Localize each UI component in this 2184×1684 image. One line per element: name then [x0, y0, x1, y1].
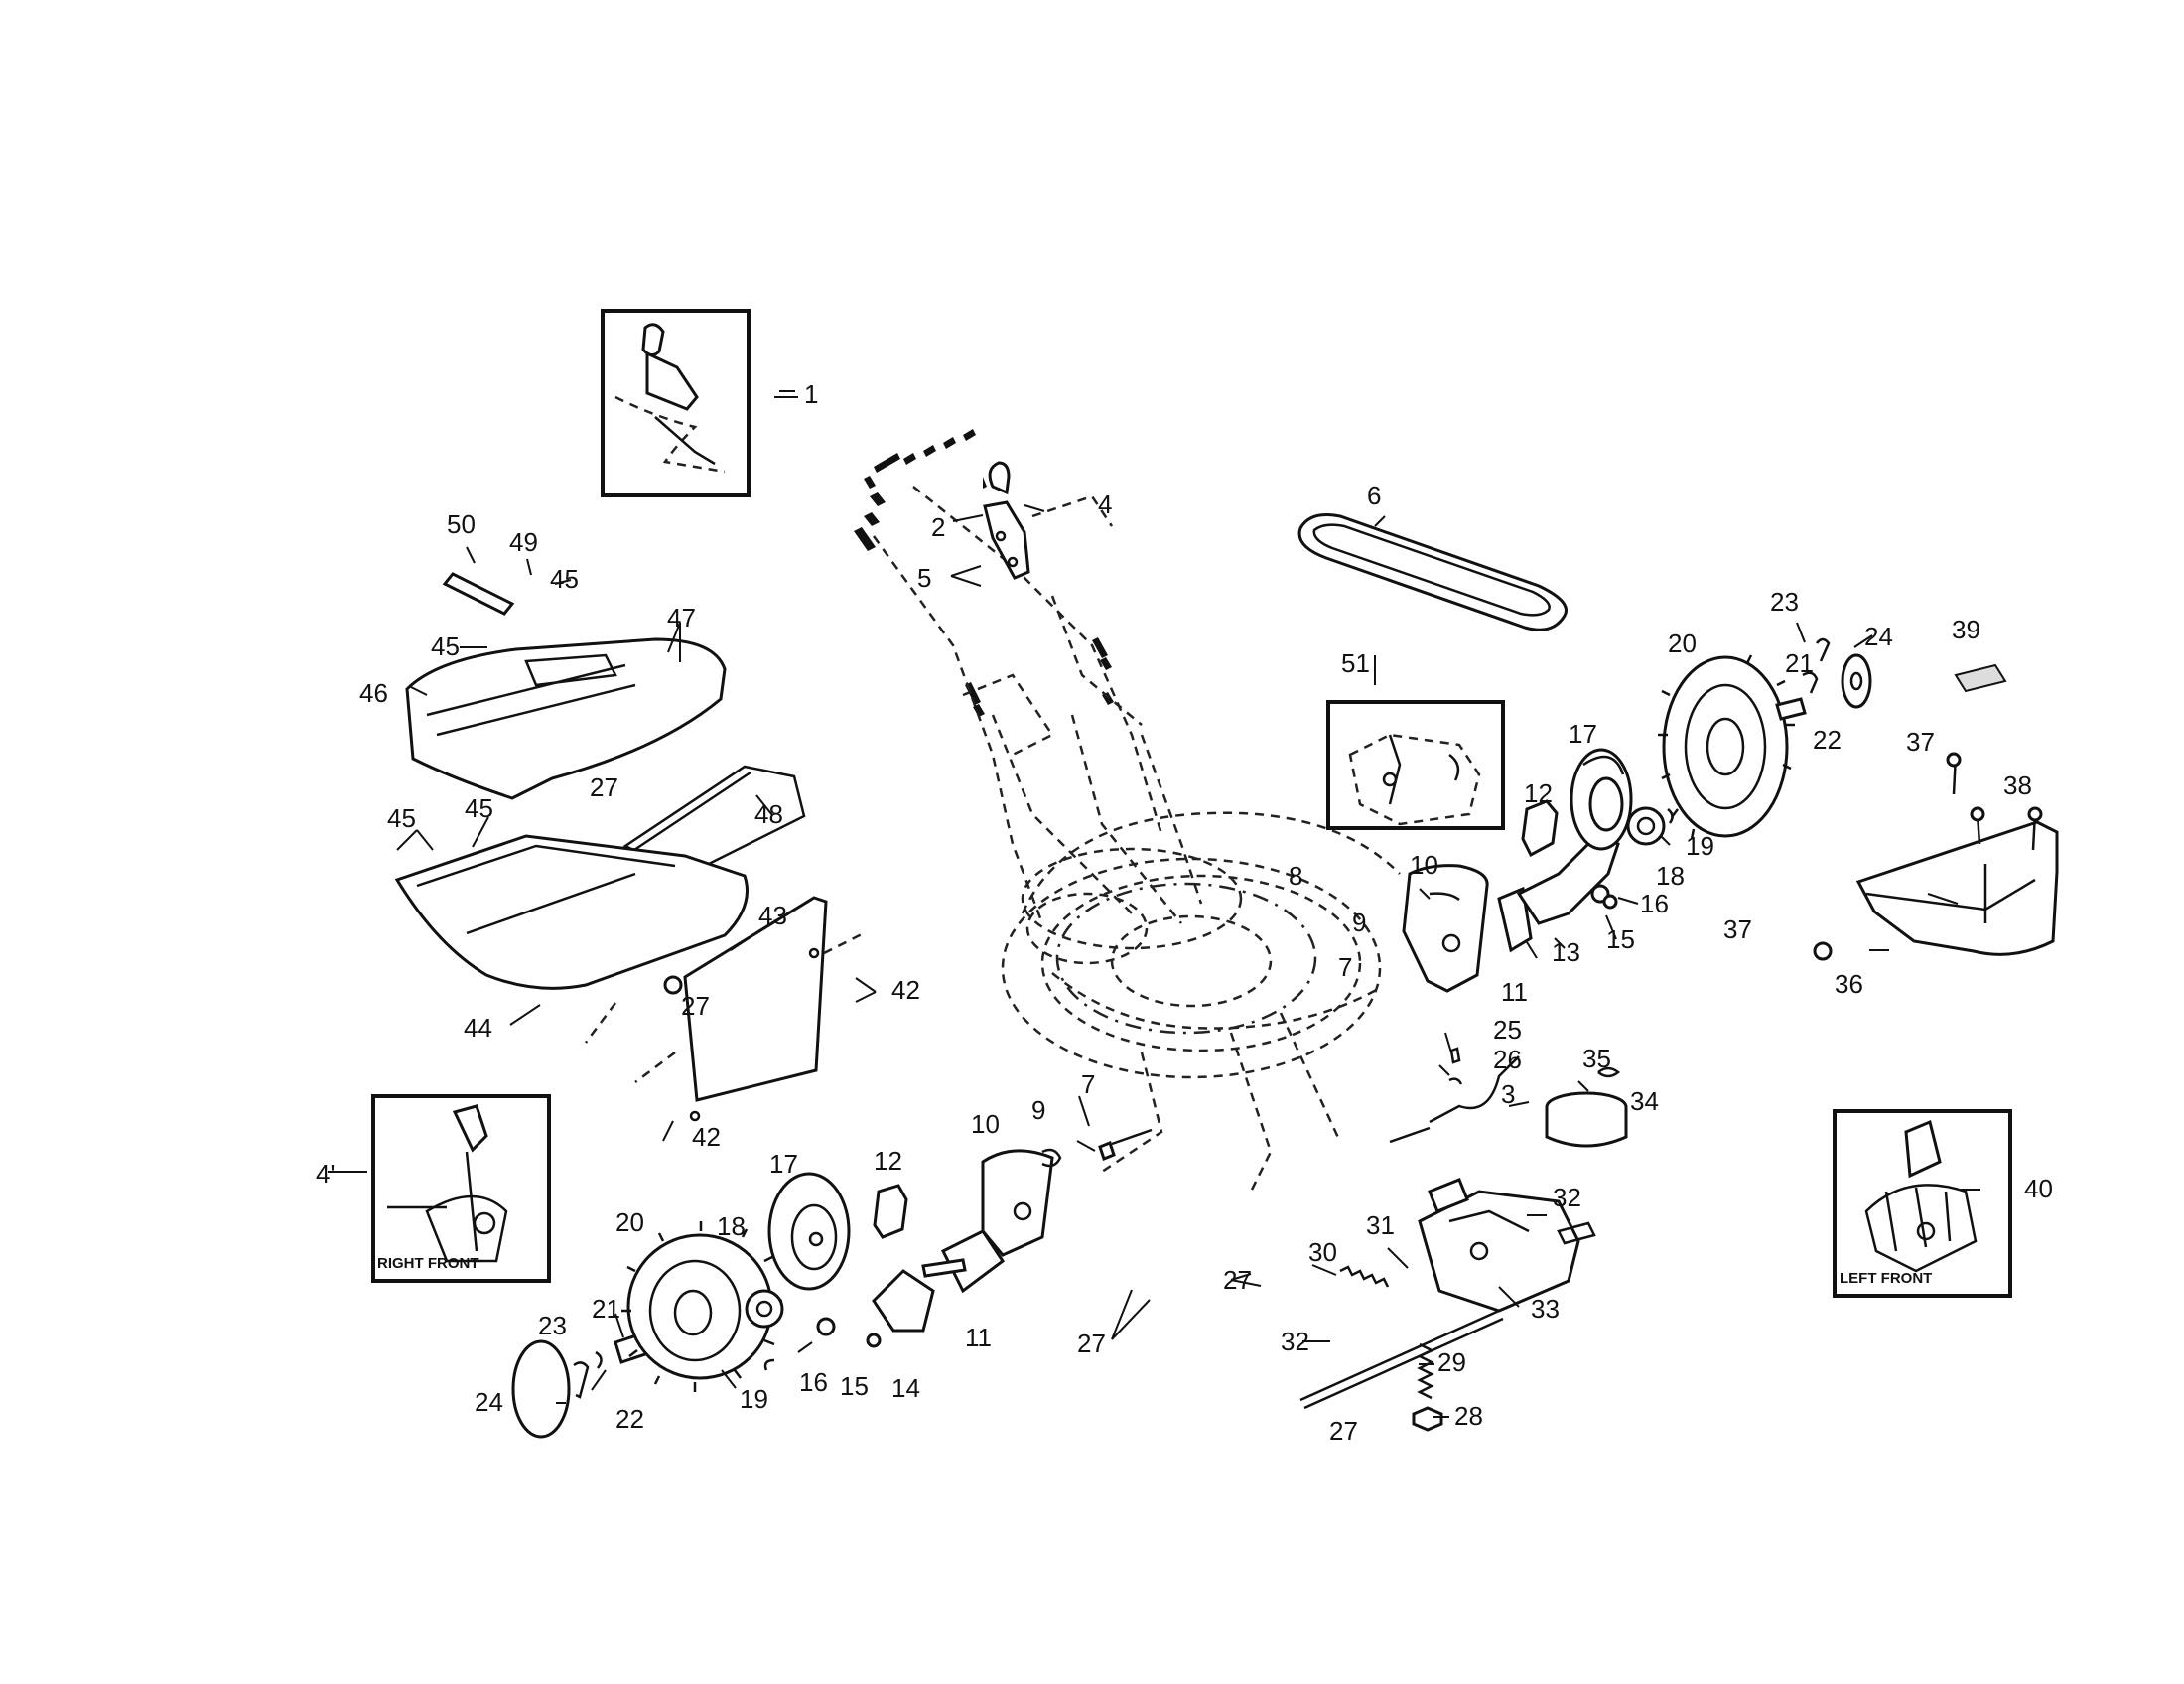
callout-24a: 24 — [1864, 622, 1893, 651]
callout-7b: 7 — [1081, 1069, 1095, 1099]
callout-4: 4 — [1098, 490, 1112, 519]
callout-13: 13 — [1552, 937, 1580, 967]
right-front-label: RIGHT FRONT — [377, 1255, 479, 1272]
callout-50: 50 — [447, 509, 476, 539]
callout-42b: 42 — [692, 1122, 721, 1152]
callout-28: 28 — [1454, 1401, 1483, 1431]
callout-11a: 11 — [1501, 977, 1528, 1007]
drive-belt — [1297, 513, 1568, 632]
callout-22a: 22 — [1813, 725, 1842, 755]
leader-lines — [328, 390, 1980, 1418]
callout-25: 25 — [1493, 1015, 1522, 1045]
callout-27b: 27 — [681, 991, 710, 1021]
callout-23b: 23 — [538, 1311, 567, 1340]
callout-23a: 23 — [1770, 587, 1799, 617]
callout-12a: 12 — [1524, 778, 1553, 808]
side-chute-assembly — [1813, 663, 2059, 961]
inset-left-front — [1833, 1109, 2012, 1298]
callout-27e: 27 — [1329, 1416, 1358, 1446]
inset-right-front — [371, 1094, 551, 1283]
callout-24b: 24 — [475, 1387, 503, 1417]
callout-9a: 9 — [1352, 908, 1366, 937]
callout-49: 49 — [509, 527, 538, 557]
callout-10a: 10 — [1410, 850, 1438, 880]
callout-30: 30 — [1308, 1237, 1337, 1267]
callout-8: 8 — [1289, 861, 1302, 891]
callout-33: 33 — [1531, 1294, 1560, 1324]
right-side-wheel-assembly — [511, 1128, 1153, 1439]
callout-16b: 16 — [799, 1367, 828, 1397]
callout-2: 2 — [931, 512, 945, 542]
callout-10b: 10 — [971, 1109, 1000, 1139]
left-side-wheel-assembly — [1402, 637, 1872, 993]
callout-37b: 37 — [1723, 914, 1752, 944]
callout-5: 5 — [917, 563, 931, 593]
callout-17a: 17 — [1569, 719, 1597, 749]
callout-26: 26 — [1493, 1045, 1522, 1074]
callout-12b: 12 — [874, 1146, 902, 1176]
callout-16a: 16 — [1640, 889, 1669, 918]
callout-45b: 45 — [431, 632, 460, 661]
callout-18b: 18 — [717, 1211, 746, 1241]
callout-22b: 22 — [615, 1404, 644, 1434]
callout-47: 47 — [667, 603, 696, 632]
callout-35: 35 — [1582, 1044, 1611, 1073]
inset-51 — [1326, 700, 1505, 830]
callout-38: 38 — [2003, 771, 2032, 800]
callout-15b: 15 — [840, 1371, 869, 1401]
callout-32a: 32 — [1553, 1183, 1581, 1212]
callout-15a: 15 — [1606, 924, 1635, 954]
callout-7a: 7 — [1338, 952, 1352, 982]
callout-37a: 37 — [1906, 727, 1935, 757]
callout-4-prime: 4' — [316, 1159, 335, 1189]
callout-45c: 45 — [465, 793, 493, 823]
callout-34: 34 — [1630, 1086, 1659, 1116]
callout-32b: 32 — [1281, 1327, 1309, 1356]
callout-27c: 27 — [1223, 1265, 1252, 1295]
callout-14: 14 — [891, 1373, 920, 1403]
callout-40: 40 — [2024, 1174, 2053, 1203]
callout-44: 44 — [464, 1013, 492, 1043]
callout-31: 31 — [1366, 1210, 1395, 1240]
callout-36: 36 — [1835, 969, 1863, 999]
callout-39: 39 — [1952, 615, 1980, 644]
callout-46: 46 — [359, 678, 388, 708]
callout-6: 6 — [1367, 481, 1381, 510]
callout-20b: 20 — [615, 1207, 644, 1237]
mower-deck — [1001, 811, 1401, 1193]
callout-17b: 17 — [769, 1149, 798, 1179]
callout-19b: 19 — [740, 1384, 768, 1414]
callout-1: 1 — [804, 379, 818, 409]
callout-21a: 21 — [1785, 648, 1814, 678]
handle-assembly — [854, 429, 1203, 924]
callout-45a: 45 — [550, 564, 579, 594]
callout-29: 29 — [1437, 1347, 1466, 1377]
callout-27a: 27 — [590, 772, 618, 802]
callout-45d: 45 — [387, 803, 416, 833]
callout-21b: 21 — [592, 1294, 620, 1324]
callout-27d: 27 — [1077, 1329, 1106, 1358]
callout-11b: 11 — [965, 1323, 992, 1352]
callout-42a: 42 — [891, 975, 920, 1005]
callout-19a: 19 — [1686, 831, 1714, 861]
callout-20a: 20 — [1668, 629, 1697, 658]
callout-43: 43 — [758, 901, 787, 930]
callout-3: 3 — [1501, 1079, 1515, 1109]
callout-51: 51 — [1341, 648, 1370, 678]
left-front-label: LEFT FRONT — [1840, 1270, 1932, 1287]
inset-handle-control — [601, 309, 751, 497]
callout-18a: 18 — [1656, 861, 1685, 891]
transmission-assembly — [1299, 1047, 1628, 1432]
grass-bag-assembly — [394, 572, 865, 1122]
callout-9b: 9 — [1031, 1095, 1045, 1125]
callout-48: 48 — [754, 799, 783, 829]
callout-numbers: 1 2 3 4 4' 5 6 7 7 8 9 9 10 10 11 11 12 … — [316, 379, 2053, 1446]
